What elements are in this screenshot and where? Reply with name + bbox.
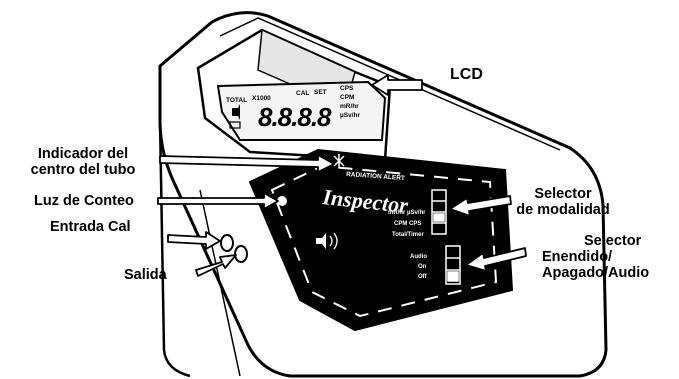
mode-option-2: CPM CPS bbox=[394, 221, 421, 227]
label-mode-selector: Selector de modalidad bbox=[500, 186, 626, 218]
label-count-light: Luz de Conteo bbox=[34, 193, 134, 209]
lcd-cps-label: CPS bbox=[340, 85, 354, 92]
label-output: Salida bbox=[124, 267, 167, 283]
power-option-audio: Audio bbox=[410, 254, 427, 260]
label-power-selector-line3: Apagado/Audio bbox=[542, 265, 649, 281]
output-jack[interactable] bbox=[235, 246, 247, 262]
label-tube-indicator-line2: centro del tubo bbox=[4, 162, 162, 178]
lcd-digits: 8.8.8.8 bbox=[258, 102, 332, 132]
label-power-selector-line2: Enendido/ bbox=[542, 249, 649, 265]
mode-option-3: Total/Timer bbox=[392, 232, 424, 238]
lcd-cpm-label: CPM bbox=[340, 94, 354, 101]
lcd-total-label: TOTAL bbox=[226, 97, 247, 104]
label-mode-selector-line1: Selector bbox=[500, 186, 626, 202]
lcd-usvhr-label: µSv/hr bbox=[340, 112, 360, 119]
label-tube-indicator-line1: Indicador del bbox=[4, 146, 162, 162]
mode-option-1: mR/hr µSv/hr bbox=[388, 210, 426, 216]
lcd-x1000-label: X1000 bbox=[252, 95, 271, 102]
label-tube-indicator: Indicador del centro del tubo bbox=[4, 146, 162, 178]
lcd-cal-label: CAL bbox=[296, 90, 309, 97]
lcd-set-label: SET bbox=[314, 89, 327, 96]
power-option-off: Off bbox=[418, 274, 428, 280]
label-power-selector: Selector Enendido/ Apagado/Audio bbox=[542, 233, 649, 281]
power-option-on: On bbox=[418, 264, 427, 270]
label-mode-selector-line2: de modalidad bbox=[500, 202, 626, 218]
label-lcd: LCD bbox=[450, 67, 483, 83]
cal-input-jack[interactable] bbox=[221, 235, 233, 251]
label-power-selector-line1: Selector bbox=[542, 233, 649, 249]
lcd-mrhr-label: mR/hr bbox=[340, 103, 359, 110]
label-cal-input: Entrada Cal bbox=[50, 219, 131, 235]
